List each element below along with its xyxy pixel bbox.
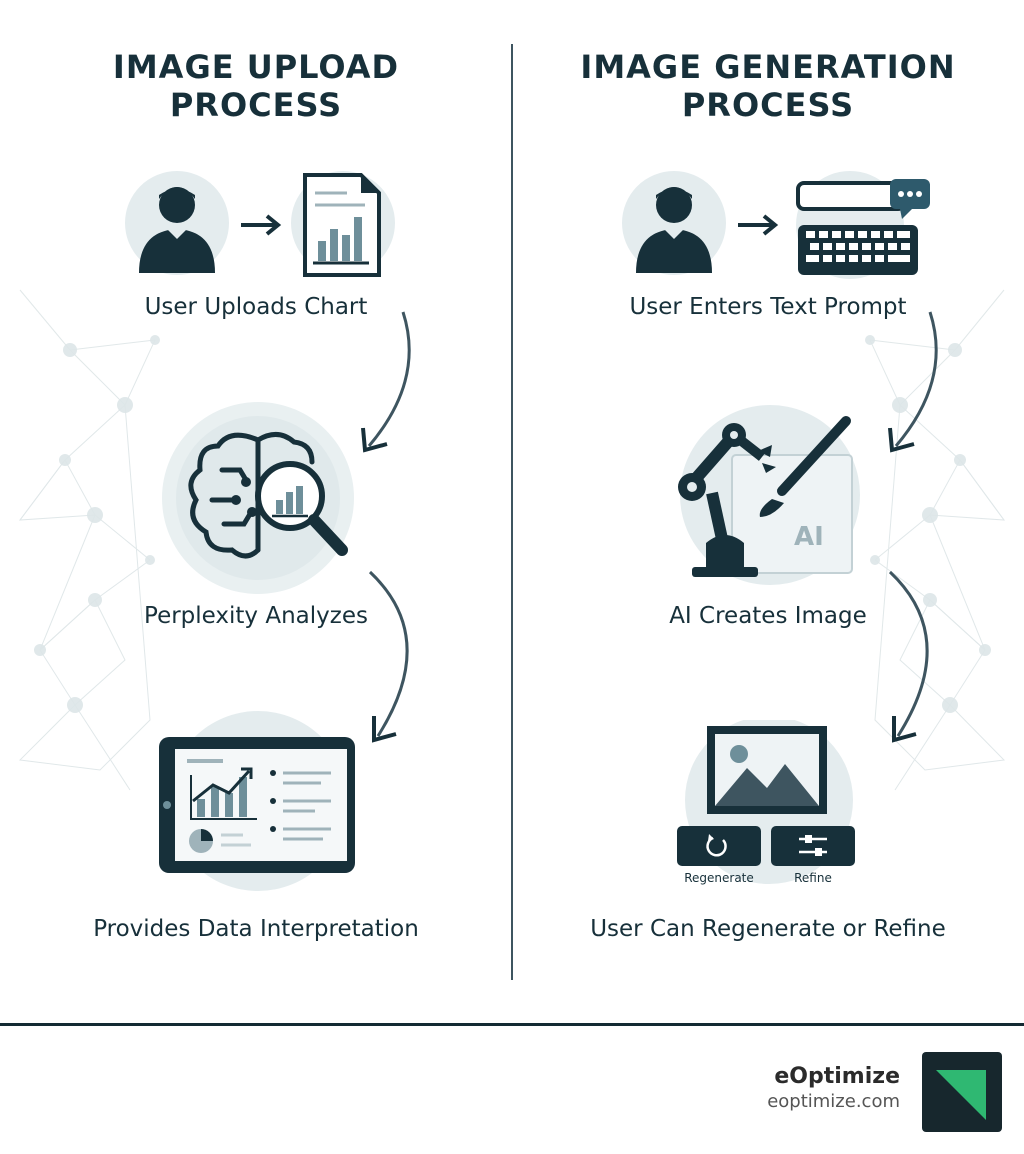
network-background xyxy=(18,289,1006,791)
tablet-dashboard-icon xyxy=(159,711,355,891)
brand-name: eOptimize xyxy=(774,1064,900,1089)
chart-document-icon xyxy=(303,173,381,277)
flow-arrow-icon xyxy=(888,570,929,743)
step-label-user-uploads-chart: User Uploads Chart xyxy=(144,294,368,320)
magnifier-icon xyxy=(255,461,348,556)
flow-arrow-icon xyxy=(368,570,409,743)
eoptimize-logo-icon xyxy=(922,1052,1002,1132)
step-label-user-enters-text-prompt: User Enters Text Prompt xyxy=(629,294,907,320)
footer-divider xyxy=(0,1023,1024,1026)
robot-arm-icon xyxy=(678,423,776,577)
user-keyboard-prompt-icon xyxy=(622,171,930,279)
step-label-perplexity-analyzes: Perplexity Analyzes xyxy=(144,603,368,629)
arrow-right-icon xyxy=(241,214,282,236)
step-label-user-can-regenerate-or-refine: User Can Regenerate or Refine xyxy=(590,916,946,942)
step-label-ai-creates-image: AI Creates Image xyxy=(669,603,867,629)
brain-magnifier-icon xyxy=(162,402,354,594)
generation-process-title: IMAGE GENERATION PROCESS xyxy=(580,48,956,124)
flow-arrow-icon xyxy=(888,311,938,453)
regenerate-caption: Regenerate xyxy=(684,871,754,885)
flow-arrow-icon xyxy=(361,311,411,453)
user-icon xyxy=(139,187,215,273)
upload-process-title: IMAGE UPLOAD PROCESS xyxy=(112,48,400,124)
brand-url[interactable]: eoptimize.com xyxy=(767,1091,900,1112)
chat-bubble-icon xyxy=(890,179,930,219)
arrow-right-icon xyxy=(738,214,779,236)
paintbrush-icon xyxy=(759,416,851,517)
keyboard-icon xyxy=(796,181,918,275)
refresh-icon xyxy=(706,836,727,857)
image-frame-buttons-icon: Regenerate Refine xyxy=(677,720,855,885)
image-generation-column: IMAGE GENERATION PROCESS xyxy=(512,0,1024,1020)
user-icon xyxy=(636,187,712,273)
regenerate-button[interactable]: Regenerate xyxy=(677,826,761,885)
sliders-icon xyxy=(799,837,827,854)
column-divider xyxy=(511,44,513,980)
ai-badge-text: AI xyxy=(794,522,824,552)
refine-caption: Refine xyxy=(794,871,832,885)
step-label-provides-data-interpretation: Provides Data Interpretation xyxy=(93,916,419,942)
user-upload-chart-icon xyxy=(125,171,395,277)
image-upload-column: IMAGE UPLOAD PROCESS xyxy=(0,0,512,1020)
refine-button[interactable]: Refine xyxy=(771,826,855,885)
robot-arm-paintbrush-icon: AI xyxy=(678,405,860,585)
image-frame-icon xyxy=(707,726,827,814)
